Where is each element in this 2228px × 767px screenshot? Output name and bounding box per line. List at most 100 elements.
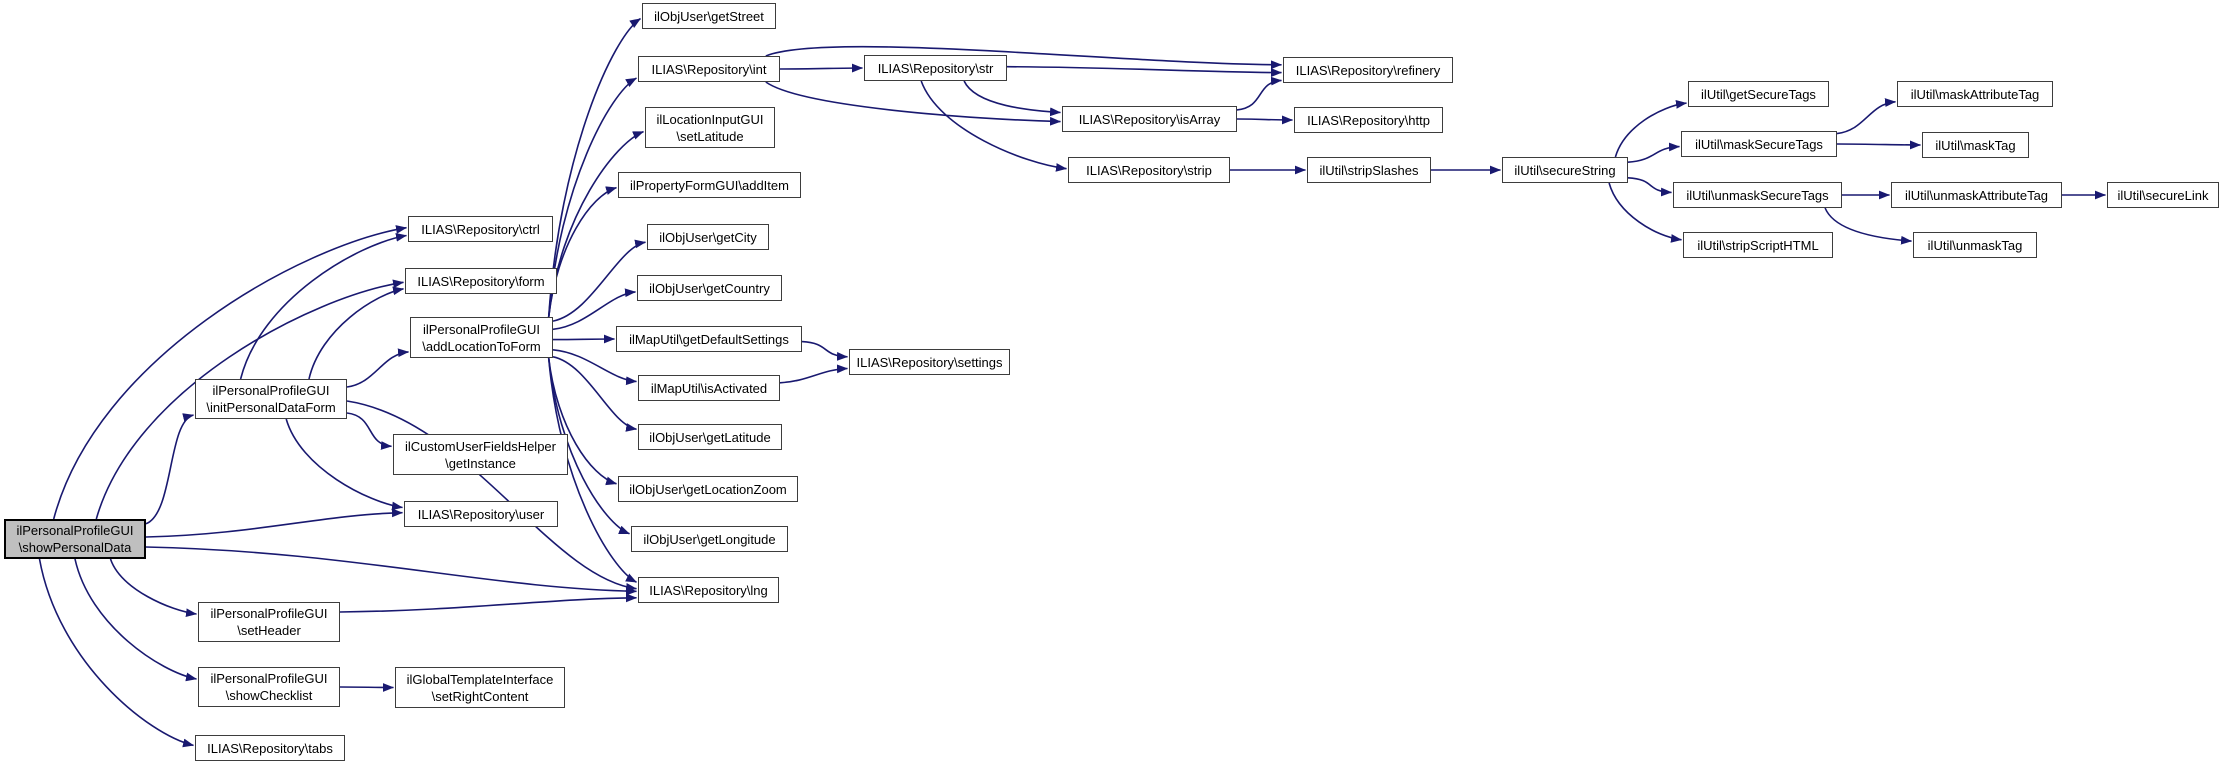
node-label-line: ILIAS\Repository\strip: [1086, 162, 1212, 178]
graph-node-secureLink[interactable]: ilUtil\secureLink: [2107, 182, 2219, 208]
graph-node-getLatitude[interactable]: ilObjUser\getLatitude: [638, 424, 782, 450]
graph-node-isActivated[interactable]: ilMapUtil\isActivated: [638, 375, 780, 401]
node-label-line: ilCustomUserFieldsHelper: [405, 438, 556, 454]
node-label-line: ILIAS\Repository\settings: [856, 354, 1003, 370]
graph-node-form[interactable]: ILIAS\Repository\form: [405, 268, 557, 294]
node-label-line: ILIAS\Repository\user: [417, 506, 545, 522]
call-edge-addLocationToForm-to-getLatitude: [552, 356, 637, 432]
node-label-line: ilUtil\maskAttributeTag: [1910, 86, 2040, 102]
call-edge-showPersonalData-to-form: [95, 279, 404, 520]
node-label-line: ilUtil\unmaskSecureTags: [1686, 187, 1829, 203]
node-label-line: ilUtil\maskSecureTags: [1695, 136, 1823, 152]
node-label-line: \setRightContent: [431, 688, 529, 704]
graph-node-isArray[interactable]: ILIAS\Repository\isArray: [1062, 106, 1237, 132]
graph-node-unmaskTag[interactable]: ilUtil\unmaskTag: [1913, 232, 2037, 258]
graph-node-getLongitude[interactable]: ilObjUser\getLongitude: [631, 526, 788, 552]
node-label-line: \initPersonalDataForm: [206, 400, 336, 415]
call-edge-isActivated-to-settings: [779, 364, 848, 384]
graph-node-lng[interactable]: ILIAS\Repository\lng: [638, 577, 779, 603]
call-edge-showPersonalData-to-lng: [145, 546, 637, 596]
node-label-line: ILIAS\Repository\lng: [649, 582, 768, 598]
call-edge-initPersonalDataForm-to-addLocationToForm: [346, 348, 409, 388]
node-label-line: ilUtil\unmaskAttributeTag: [1904, 187, 2049, 203]
graph-node-maskAttributeTag[interactable]: ilUtil\maskAttributeTag: [1897, 81, 2053, 107]
call-edge-showPersonalData-to-initPersonalDataForm: [145, 413, 194, 525]
node-label-line: ILIAS\Repository\tabs: [207, 740, 333, 756]
node-label-line: \setLatitude: [676, 128, 744, 144]
call-edge-initPersonalDataForm-to-user: [285, 418, 403, 511]
node-label-line: ilPersonalProfileGUI: [422, 321, 541, 337]
node-label-line: ILIAS\Repository\ctrl: [421, 221, 540, 237]
node-label-line: \showChecklist: [225, 688, 313, 703]
call-edge-showPersonalData-to-tabs: [38, 558, 194, 748]
node-label-line: ilObjUser\getStreet: [654, 8, 764, 24]
graph-node-int[interactable]: ILIAS\Repository\int: [638, 56, 780, 82]
node-label-line: ilUtil\stripSlashes: [1319, 162, 1419, 178]
graph-node-maskSecureTags[interactable]: ilUtil\maskSecureTags: [1681, 131, 1837, 157]
call-edge-setHeader-to-lng: [339, 593, 637, 613]
call-edge-addLocationToForm-to-lng: [547, 357, 637, 583]
call-edge-initPersonalDataForm-to-form: [308, 286, 404, 380]
node-label-line: ilLocationInputGUI: [656, 111, 764, 127]
node-label-line: ilObjUser\getCountry: [649, 280, 770, 296]
node-label-line: ilPropertyFormGUI\addItem: [630, 177, 789, 193]
graph-node-unmaskSecureTags[interactable]: ilUtil\unmaskSecureTags: [1673, 182, 1842, 208]
call-edge-maskSecureTags-to-maskTag: [1836, 140, 1921, 150]
node-label-line: ILIAS\Repository\isArray: [1078, 111, 1221, 127]
call-edge-addLocationToForm-to-isActivated: [552, 349, 637, 386]
graph-node-showChecklist[interactable]: ilPersonalProfileGUI \showChecklist: [198, 667, 340, 707]
graph-node-refinery[interactable]: ILIAS\Repository\refinery: [1283, 57, 1453, 83]
graph-node-stripSlashes[interactable]: ilUtil\stripSlashes: [1307, 157, 1431, 183]
graph-node-setRightContent[interactable]: ilGlobalTemplateInterface\setRightConten…: [395, 667, 565, 708]
call-edge-addLocationToForm-to-getCity: [552, 239, 646, 322]
node-label-line: ilUtil\secureString: [1514, 162, 1616, 178]
graph-node-setLatitude[interactable]: ilLocationInputGUI\setLatitude: [645, 107, 775, 148]
call-edge-initPersonalDataForm-to-ctrl: [239, 232, 407, 380]
node-label-line: ilUtil\secureLink: [2117, 187, 2209, 203]
node-label-line: ilObjUser\getLatitude: [649, 429, 771, 445]
call-edge-showPersonalData-to-setHeader: [109, 558, 197, 618]
graph-node-getLocationZoom[interactable]: ilObjUser\getLocationZoom: [618, 476, 798, 502]
graph-node-settings[interactable]: ILIAS\Repository\settings: [849, 349, 1010, 375]
call-edge-str-to-refinery: [1006, 65, 1282, 77]
graph-node-user[interactable]: ILIAS\Repository\user: [404, 501, 558, 527]
call-edge-addLocationToForm-to-getStreet: [547, 17, 641, 318]
graph-node-maskTag[interactable]: ilUtil\maskTag: [1922, 132, 2029, 158]
node-label-line: ILIAS\Repository\http: [1307, 112, 1430, 128]
graph-node-getSecureTags[interactable]: ilUtil\getSecureTags: [1688, 81, 1829, 107]
graph-node-initPersonalDataForm[interactable]: ilPersonalProfileGUI\initPersonalDataFor…: [195, 379, 347, 419]
graph-node-ctrl[interactable]: ILIAS\Repository\ctrl: [408, 216, 553, 242]
graph-node-getStreet[interactable]: ilObjUser\getStreet: [642, 3, 776, 29]
call-edge-addLocationToForm-to-getLongitude: [547, 357, 630, 535]
call-edge-isArray-to-http: [1236, 115, 1293, 125]
graph-node-getCity[interactable]: ilObjUser\getCity: [647, 224, 769, 250]
node-label-line: ilPersonalProfileGUI: [210, 671, 328, 686]
call-edge-isArray-to-refinery: [1236, 76, 1282, 111]
call-edge-showPersonalData-to-user: [145, 508, 403, 538]
graph-node-secureString[interactable]: ilUtil\secureString: [1502, 157, 1628, 183]
graph-node-getInstance[interactable]: ilCustomUserFieldsHelper\getInstance: [393, 434, 568, 475]
graph-node-getCountry[interactable]: ilObjUser\getCountry: [637, 275, 782, 301]
graph-node-getDefaultSettings[interactable]: ilMapUtil\getDefaultSettings: [616, 326, 802, 352]
graph-node-addItem[interactable]: ilPropertyFormGUI\addItem: [618, 172, 801, 198]
node-label-line: ILIAS\Repository\form: [417, 273, 545, 289]
graph-node-addLocationToForm[interactable]: ilPersonalProfileGUI\addLocationToForm: [410, 317, 553, 358]
call-edge-int-to-isArray: [765, 81, 1061, 126]
graph-node-tabs[interactable]: ILIAS\Repository\tabs: [195, 735, 345, 761]
call-edge-str-to-isArray: [963, 80, 1061, 117]
graph-node-stripScriptHTML[interactable]: ilUtil\stripScriptHTML: [1683, 232, 1833, 258]
call-edge-int-to-str: [779, 63, 863, 73]
node-label-line: ilMapUtil\isActivated: [650, 380, 768, 396]
call-edge-int-to-refinery: [765, 45, 1282, 70]
graph-node-str[interactable]: ILIAS\Repository\str: [864, 55, 1007, 81]
call-edge-secureString-to-unmaskSecureTags: [1627, 177, 1672, 197]
graph-node-unmaskAttributeTag[interactable]: ilUtil\unmaskAttributeTag: [1891, 182, 2062, 208]
call-edge-initPersonalDataForm-to-lng: [346, 400, 637, 592]
edge-group: [38, 17, 2106, 748]
call-edge-maskSecureTags-to-maskAttributeTag: [1836, 98, 1896, 135]
graph-node-setHeader[interactable]: ilPersonalProfileGUI\setHeader: [198, 602, 340, 642]
graph-node-strip[interactable]: ILIAS\Repository\strip: [1068, 157, 1230, 183]
graph-node-http[interactable]: ILIAS\Repository\http: [1294, 107, 1443, 133]
call-edge-showChecklist-to-setRightContent: [339, 683, 394, 692]
